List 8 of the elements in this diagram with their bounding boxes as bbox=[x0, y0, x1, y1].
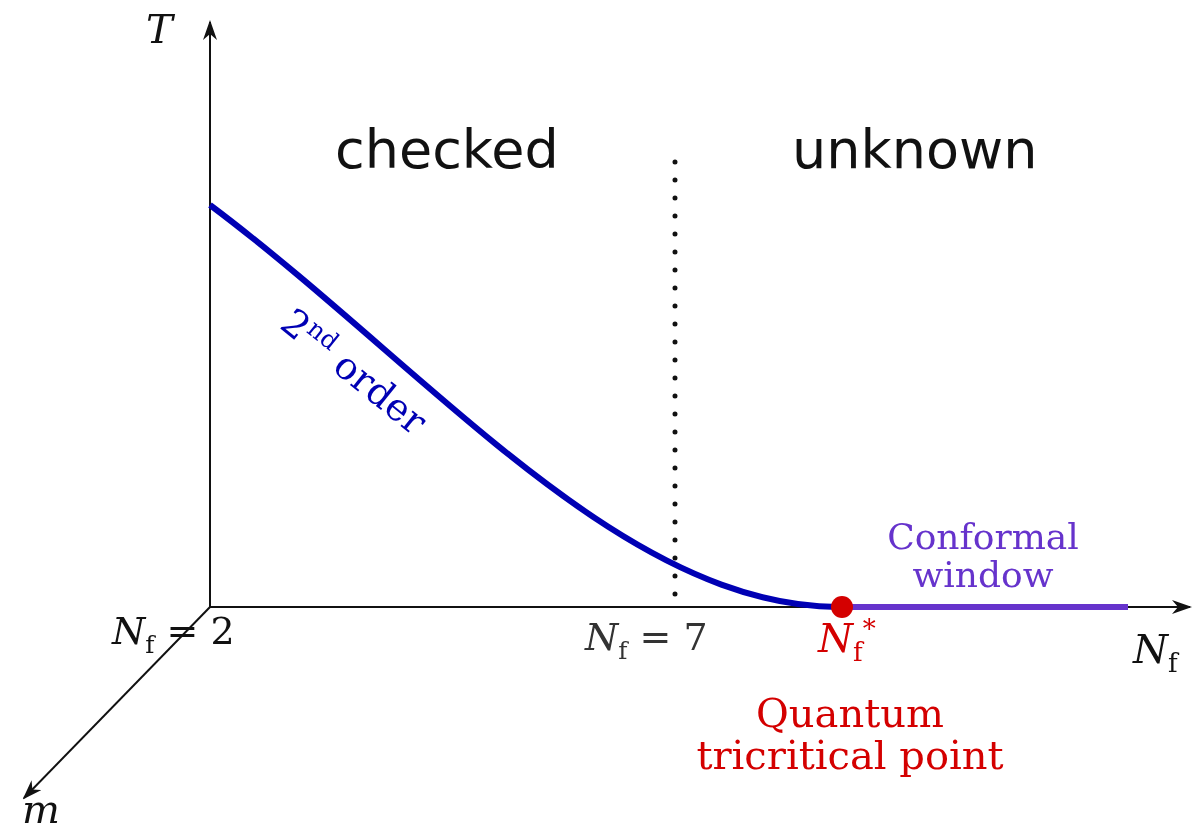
region-label: unknown bbox=[792, 122, 1038, 179]
axis-value-label: N$_{f}$ = 7 bbox=[585, 618, 708, 664]
region-label: checked bbox=[335, 122, 559, 179]
point-description: Quantum tricritical point bbox=[695, 692, 1005, 776]
axis-label: T bbox=[146, 8, 173, 50]
axis-label: N$_{f}$ bbox=[1133, 628, 1178, 678]
conformal-window-label: Conformal window bbox=[886, 518, 1080, 594]
axis-label: m bbox=[22, 788, 60, 830]
